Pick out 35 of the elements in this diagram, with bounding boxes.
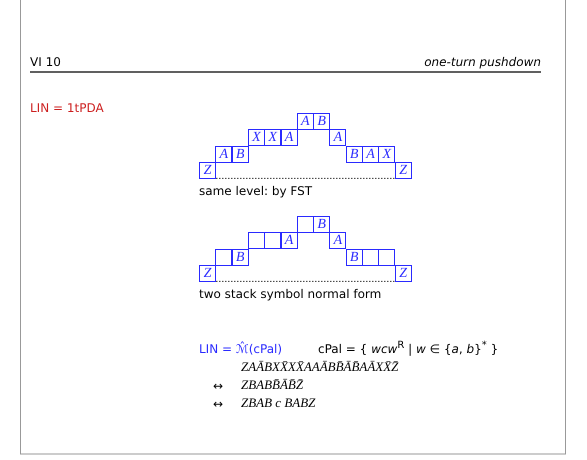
stack-cell: X [248,129,265,146]
page-number: VI 10 [30,55,61,69]
stack-cell: Z [394,162,412,179]
stack-cell: A [215,146,232,163]
stack-cell: A [280,129,298,146]
dotted-line [216,178,396,179]
caption: same level: by FST [199,184,312,198]
equation: LIN = ℳ̂(cPal) [199,342,282,356]
stack-cell: Z [199,264,216,282]
stack-cell: A [329,232,346,250]
stack-cell: X [264,129,282,146]
definition: cPal = { wcw$^{R}$ | w ∈ {a, b}$^{*}$ } [318,339,498,356]
dotted-line [216,280,396,282]
stack-cell: B [313,113,330,130]
stack-cell: A [362,146,379,163]
formula: ZAĀBXX̄XX̄AAĀBB̄ĀB̄AĀXX̄Z̄ [241,360,398,374]
formula: ZBABB̄ĀB̄Z̄ [241,378,304,392]
stack-cell: B [232,248,249,266]
stack-cell: Z [199,162,216,179]
equivalence-symbol: ↔ [213,397,224,411]
stack-cell: B [232,146,249,163]
stack-cell: B [346,248,363,266]
heading: LIN = 1tPDA [30,101,104,115]
equivalence-symbol: ↔ [213,379,224,393]
caption: two stack symbol normal form [199,287,382,301]
slide-title: one-turn pushdown [424,55,541,69]
stack-cell: A [280,232,298,250]
empty-stack-cell [362,248,379,266]
stack-cell: Z [394,264,412,282]
stack-cell: X [378,146,396,163]
stack-cell: B [313,216,330,233]
stack-cell: A [329,129,346,146]
stack-cell: B [346,146,363,163]
formula: ZBAB c BABZ [241,396,316,410]
stack-cell: A [296,113,314,130]
